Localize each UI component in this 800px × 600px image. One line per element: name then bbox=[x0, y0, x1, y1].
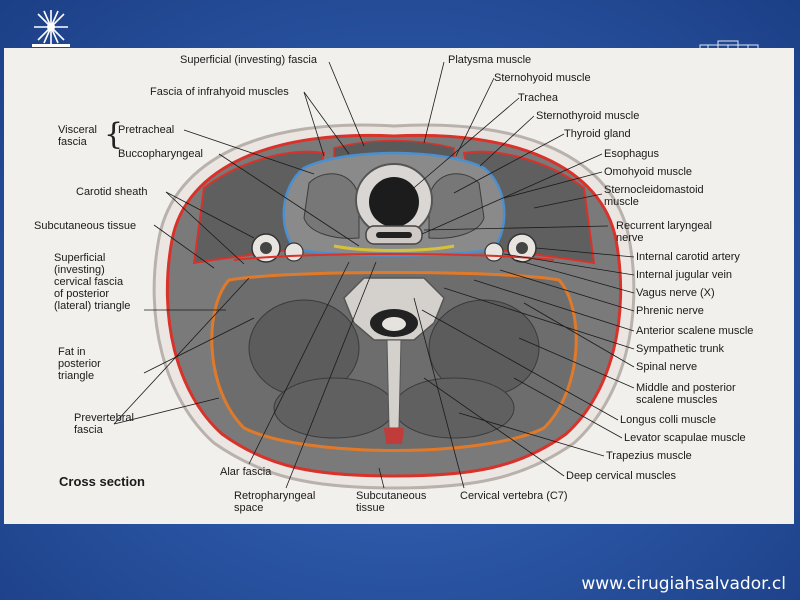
neck-cross-section-diagram bbox=[113, 61, 636, 490]
trachea-lumen bbox=[369, 177, 419, 227]
thyroid-gland-right bbox=[428, 173, 485, 239]
label-carotid-sheath: Carotid sheath bbox=[76, 186, 148, 198]
label-pretracheal: Pretracheal bbox=[118, 124, 175, 136]
label-trapezius-muscle: Trapezius muscle bbox=[606, 450, 692, 462]
label-trachea: Trachea bbox=[518, 92, 558, 104]
label-deep-cervical-muscles: Deep cervical muscles bbox=[566, 470, 677, 482]
visceral-brace: { bbox=[104, 117, 124, 152]
sunburst-logo-icon bbox=[32, 10, 70, 47]
label-levator-scapulae-muscle: Levator scapulae muscle bbox=[624, 432, 746, 444]
label-platysma-muscle: Platysma muscle bbox=[448, 54, 532, 66]
thyroid-gland bbox=[303, 173, 360, 239]
label-fat-posterior-triangle: Fat in posterior triangle bbox=[58, 346, 101, 382]
label-longus-colli-muscle: Longus colli muscle bbox=[620, 414, 716, 426]
label-alar-fascia: Alar fascia bbox=[220, 466, 272, 478]
label-internal-carotid-artery: Internal carotid artery bbox=[636, 251, 740, 263]
label-phrenic-nerve: Phrenic nerve bbox=[636, 305, 704, 317]
label-prevertebral-fascia: Prevertebral fascia bbox=[74, 412, 134, 436]
spinous-process bbox=[386, 339, 402, 429]
label-internal-jugular-vein: Internal jugular vein bbox=[636, 269, 733, 281]
label-omohyoid-muscle: Omohyoid muscle bbox=[604, 166, 693, 178]
label-retropharyngeal-space: Retropharyngeal space bbox=[234, 490, 316, 514]
label-superficial-cervical-fascia: Superficial (investing) cervical fascia … bbox=[54, 252, 131, 312]
label-vagus-nerve: Vagus nerve (X) bbox=[636, 287, 715, 299]
label-thyroid-gland: Thyroid gland bbox=[564, 128, 631, 140]
label-subcutaneous-tissue-left: Subcutaneous tissue bbox=[34, 220, 137, 232]
diagram-panel: Superficial (investing) fascia Platysma … bbox=[4, 48, 794, 524]
label-cervical-vertebra: Cervical vertebra (C7) bbox=[460, 490, 568, 502]
label-subcutaneous-tissue-bottom: Subcutaneous tissue bbox=[356, 490, 427, 514]
cross-section-title: Cross section bbox=[59, 474, 145, 489]
label-buccopharyngeal: Buccopharyngeal bbox=[118, 148, 204, 160]
label-sternohyoid-muscle: Sternohyoid muscle bbox=[494, 72, 591, 84]
label-sympathetic-trunk: Sympathetic trunk bbox=[636, 343, 725, 355]
label-visceral-fascia: Visceral fascia bbox=[58, 124, 97, 148]
label-anterior-scalene-muscle: Anterior scalene muscle bbox=[636, 325, 754, 337]
label-recurrent-laryngeal-nerve: Recurrent laryngeal nerve bbox=[616, 220, 712, 244]
footer-url: www.cirugiahsalvador.cl bbox=[581, 574, 786, 594]
label-sternocleidomastoid: Sternocleidomastoid muscle bbox=[604, 184, 704, 208]
label-esophagus: Esophagus bbox=[604, 148, 660, 160]
label-sternothyroid-muscle: Sternothyroid muscle bbox=[536, 110, 640, 122]
leader-lines bbox=[113, 61, 635, 489]
alar-fascia bbox=[233, 253, 555, 261]
label-superficial-investing-fascia: Superficial (investing) fascia bbox=[180, 54, 317, 66]
label-spinal-nerve: Spinal nerve bbox=[636, 361, 698, 373]
label-fascia-infrahyoid: Fascia of infrahyoid muscles bbox=[150, 86, 289, 98]
label-middle-posterior-scalene: Middle and posterior scalene muscles bbox=[636, 382, 736, 406]
buccopharyngeal-line bbox=[333, 244, 455, 252]
